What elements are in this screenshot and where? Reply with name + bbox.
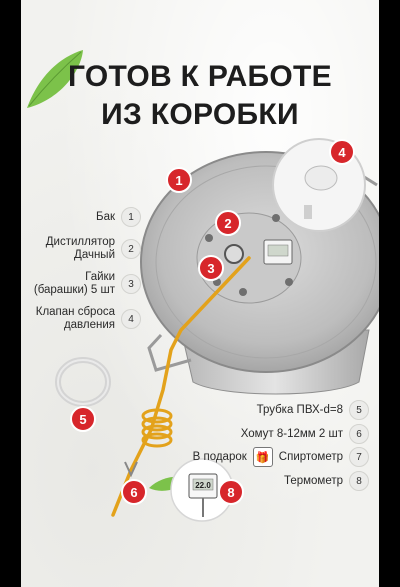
- component-item: Термометр 8: [284, 471, 369, 491]
- component-item: Бак 1: [96, 207, 141, 227]
- component-number: 8: [349, 471, 369, 491]
- component-number: 1: [121, 207, 141, 227]
- leaf-decoration-top: [27, 50, 83, 108]
- tube-coil: [141, 408, 173, 448]
- component-number: 4: [121, 309, 141, 329]
- tank-handle-left: [147, 333, 192, 372]
- svg-text:4: 4: [338, 145, 346, 160]
- wing-nut: [272, 214, 280, 222]
- page-title: ГОТОВ К РАБОТЕ ИЗ КОРОБКИ: [21, 58, 379, 134]
- component-number: 6: [349, 424, 369, 444]
- svg-text:5: 5: [79, 412, 86, 427]
- svg-text:2: 2: [224, 216, 231, 231]
- badge-8: 8: [218, 479, 244, 505]
- gift-icon: 🎁: [252, 447, 273, 467]
- badge-3: 3: [198, 255, 224, 281]
- badge-1: 1: [166, 167, 192, 193]
- distiller-fitting: [224, 244, 244, 264]
- badge-2: 2: [215, 210, 241, 236]
- hose-clamp: [124, 461, 138, 478]
- component-number: 3: [121, 274, 141, 294]
- wing-nut: [239, 288, 247, 296]
- title-line-2: ИЗ КОРОБКИ: [101, 98, 299, 131]
- product-card: 22.0 1 2 3 4 5 6 8 ГОТОВ К РАБОТЕ ИЗ КОР…: [21, 0, 379, 587]
- component-item: Хомут 8-12мм 2 шт 6: [241, 424, 369, 444]
- badge-6: 6: [121, 479, 147, 505]
- component-number: 5: [349, 400, 369, 420]
- gift-label: В подарок: [192, 451, 247, 463]
- wing-nut: [285, 278, 293, 286]
- svg-text:6: 6: [130, 485, 137, 500]
- component-item: В подарок 🎁 Спиртометр 7: [193, 447, 369, 467]
- yellow-tube: [111, 256, 251, 517]
- product-illustration: 22.0 1 2 3 4 5 6 8: [27, 50, 379, 522]
- component-number: 7: [349, 447, 369, 467]
- wing-nut: [205, 234, 213, 242]
- component-item: Гайки(барашки) 5 шт 3: [34, 271, 141, 297]
- thermometer-readout: 22.0: [195, 481, 211, 490]
- svg-text:8: 8: [227, 485, 234, 500]
- badge-5: 5: [70, 406, 96, 432]
- component-number: 2: [121, 239, 141, 259]
- component-item: Трубка ПВХ-d=8 5: [257, 400, 369, 420]
- badge-4: 4: [329, 139, 355, 165]
- title-line-1: ГОТОВ К РАБОТЕ: [68, 60, 332, 93]
- svg-text:3: 3: [207, 261, 214, 276]
- svg-text:1: 1: [175, 173, 182, 188]
